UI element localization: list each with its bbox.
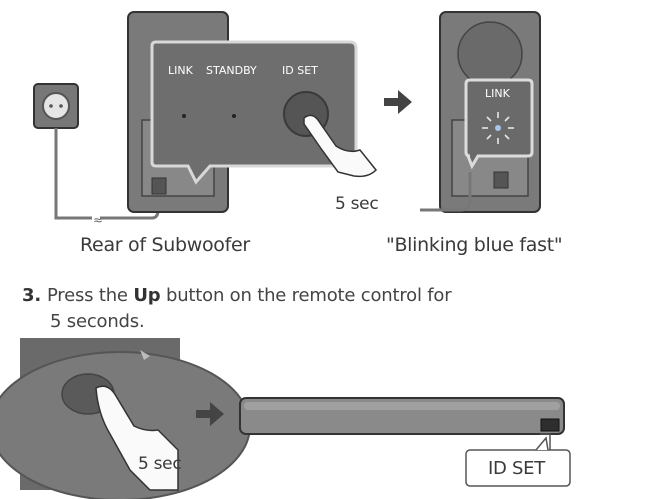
standby-led (232, 114, 236, 118)
finger-press-icon (95, 385, 179, 491)
step-text-after: button on the remote control for (165, 285, 452, 306)
remote-soundbar-diagram (0, 338, 571, 499)
arrow-right-icon (384, 90, 412, 114)
hold-time-label-top: 5 sec (335, 194, 379, 214)
step-text-before: Press the (46, 285, 128, 306)
blinking-caption: "Blinking blue fast" (386, 234, 563, 256)
arrow-right-icon (196, 402, 224, 426)
svg-text:≈: ≈ (93, 213, 103, 227)
link-callout (464, 78, 534, 170)
standby-label: STANDBY (206, 64, 257, 77)
soundbar-id-set-label: ID SET (488, 458, 545, 479)
up-button-name: Up (133, 285, 161, 306)
id-set-label: ID SET (282, 64, 318, 77)
id-set-callout (150, 40, 378, 185)
result-link-label: LINK (485, 87, 511, 100)
step-3-instruction: 3.Press the Up button on the remote cont… (22, 283, 582, 335)
subwoofer-diagram: ≈ LINK STANDBY ID SET (33, 11, 541, 227)
finger-press-icon (303, 114, 378, 178)
rear-of-subwoofer-caption: Rear of Subwoofer (80, 234, 250, 256)
link-label: LINK (168, 64, 194, 77)
soundbar (239, 397, 565, 478)
blinking-led-icon (482, 112, 514, 144)
remote-closeup (0, 338, 251, 499)
soundbar-id-set-button[interactable] (540, 418, 560, 432)
link-led (182, 114, 186, 118)
step-text-line2: 5 seconds. (50, 311, 145, 332)
step-number: 3. (22, 285, 41, 306)
wall-outlet-icon (33, 83, 79, 129)
id-set-label-box (465, 449, 571, 487)
hold-time-label-bottom: 5 sec (138, 454, 182, 474)
